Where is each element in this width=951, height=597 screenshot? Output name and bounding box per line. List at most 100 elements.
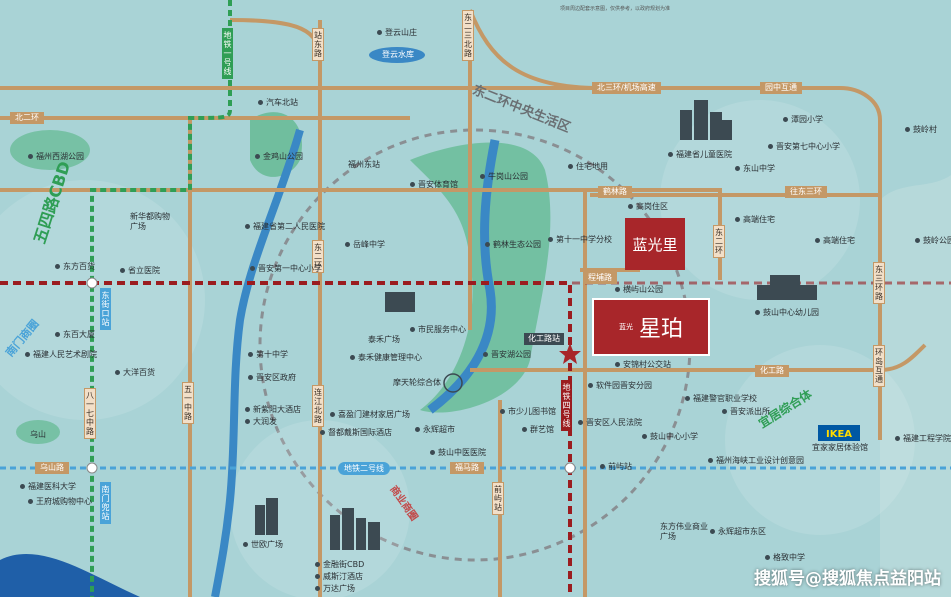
poi-gushan-primary: 鼓山中心小学 — [642, 432, 698, 442]
poi-police-school: 福建警官职业学校 — [685, 394, 757, 404]
poi-yonghui-east: 永辉超市东区 — [710, 527, 766, 537]
project-star-icon — [559, 343, 581, 364]
poi-wangfu: 王府城购物中心 — [28, 497, 92, 507]
metro-line1 — [90, 0, 232, 597]
poi-ferris: 摩天轮综合体 — [393, 378, 441, 387]
poi-wanda: 万达广场 — [315, 584, 355, 594]
river-west — [211, 128, 304, 597]
poi-court: 晋安区人民法院 — [578, 418, 642, 428]
road-huagong: 化工路 — [755, 365, 789, 377]
poi-shiou: 世欧广场 — [243, 540, 283, 550]
ikea-logo — [818, 425, 860, 441]
poi-bus-north: 汽车北站 — [258, 98, 298, 108]
poi-tanyuan: 潭园小学 — [783, 115, 823, 125]
poi-gaogang: 高岗住区 — [628, 202, 668, 212]
poi-xihu: 福州西湖公园 — [28, 152, 84, 162]
road-second-ring: 东二环 — [312, 240, 324, 273]
road-qianyu-north: 前屿站 — [492, 482, 504, 515]
project-blue-label: 蓝光里 — [632, 235, 678, 254]
poi-software: 软件园晋安分园 — [588, 381, 652, 391]
watermark: 搜狐号@搜狐焦点益阳站 — [754, 569, 941, 589]
project-star-box[interactable]: 蓝光 星珀 — [592, 298, 710, 356]
poi-gov: 晋安区政府 — [248, 373, 296, 383]
poi-jinan-seventh: 晋安第七中心小学 — [768, 142, 840, 152]
poi-second-hospital: 福建省第二人民医院 — [245, 222, 325, 232]
station-qianyu: 前屿站 — [600, 462, 632, 472]
poi-gezhi: 格致中学 — [765, 553, 805, 563]
poi-yuefeng: 岳峰中学 — [345, 240, 385, 250]
poi-citizen: 市民服务中心 — [410, 325, 466, 335]
poi-ziyang: 新紫阳大酒店 — [245, 405, 301, 415]
poi-high-end-2: 高端住宅 — [815, 236, 855, 246]
poi-helin-park: 鹤林生态公园 — [485, 240, 541, 250]
poi-taihe: 泰禾广场 — [368, 335, 400, 344]
road-zhandong: 站东路 — [312, 28, 324, 61]
road-fuma: 福马路 — [450, 462, 484, 474]
poi-ikea: 宜家家居体验馆 — [812, 443, 868, 452]
poi-dengyun-reservoir: 登云水库 — [382, 50, 414, 59]
poi-jinjishan: 金鸡山公园 — [255, 152, 303, 162]
poi-taihe-health: 泰禾健康管理中心 — [350, 353, 422, 363]
metro-line2-label: 地铁二号线 — [338, 462, 390, 475]
poi-dongfang: 东方百货 — [55, 262, 95, 272]
road-dongsan: 往东三环 — [785, 186, 827, 198]
poi-darunfa: 大润发 — [245, 417, 277, 427]
poi-juyuan: 福建人民艺术剧院 — [25, 350, 97, 360]
road-north-third: 北三环/机场高速 — [592, 82, 661, 94]
project-brand: 蓝光 — [618, 323, 633, 331]
metro-line4-label: 地铁四号线 — [561, 380, 572, 431]
poi-xinhuadu: 新华都购物广场 — [130, 212, 170, 231]
poi-ximen: 喜盈门建材家居广场 — [330, 410, 410, 420]
poi-dongshan: 东山中学 — [735, 164, 775, 174]
dengyun-reservoir — [369, 47, 425, 63]
poi-financial: 金融街CBD — [315, 560, 364, 570]
project-star-label: 星珀 — [638, 317, 683, 342]
river-jinan — [427, 139, 500, 414]
poi-jinan-primary: 晋安第一中心小学 — [250, 264, 322, 274]
poi-qunyi: 群艺馆 — [522, 425, 554, 435]
poi-children-hospital: 福建省儿童医院 — [668, 150, 732, 160]
road-north-second: 北二环 — [10, 112, 44, 124]
poi-dudu: 督都戴斯国际酒店 — [320, 428, 392, 438]
poi-westin: 威斯汀酒店 — [315, 572, 363, 582]
poi-dongbai: 东百大厦 — [55, 330, 95, 340]
poi-anjin: 安锦村公交站 — [615, 360, 671, 370]
poi-niugang: 牛岗山公园 — [480, 172, 528, 182]
poi-wushan: 乌山 — [30, 430, 46, 439]
poi-jinan-lake: 晋安湖公园 — [483, 350, 531, 360]
road-lianjiang: 连江北路 — [312, 385, 324, 427]
project-blue-box[interactable]: 蓝光里 — [625, 218, 685, 270]
road-east-third: 东三环路 — [873, 262, 885, 304]
road-rinhuan: 环岛互通 — [873, 345, 885, 387]
poi-guling: 鼓岭村 — [905, 125, 937, 135]
poi-dongfang-weiye: 东方伟业商业广场 — [660, 522, 708, 541]
helin-park — [410, 142, 551, 413]
metro-line4 — [0, 281, 572, 597]
poi-gym: 晋安体育馆 — [410, 180, 458, 190]
poi-dengyun-shanzhuang: 登云山庄 — [377, 28, 417, 38]
road-huanhu: 园中互通 — [760, 82, 802, 94]
station-huagong: 化工路站 — [524, 333, 564, 345]
poi-guling-park: 鼓岭公园 — [915, 236, 951, 246]
poi-medical: 福建医科大学 — [20, 482, 76, 492]
poi-hengyu: 横屿山公园 — [615, 285, 663, 295]
road-chengpu: 程埔路 — [583, 272, 617, 284]
poi-library: 市少儿图书馆 — [500, 407, 556, 417]
road-dongbang: 东二三北路 — [462, 10, 474, 61]
poi-shengli: 省立医院 — [120, 266, 160, 276]
poi-east-station: 福州东站 — [348, 160, 380, 169]
road-helin: 鹤林路 — [598, 186, 632, 198]
poi-tenth: 第十中学 — [248, 350, 288, 360]
road-bayiqi: 八一七中路 — [84, 388, 96, 439]
xihu-park — [10, 130, 90, 170]
building-icons — [255, 100, 817, 550]
poi-high-end: 高端住宅 — [735, 215, 775, 225]
poi-dayang: 大洋百货 — [115, 368, 155, 378]
station-nanmen: 南门兜站 — [100, 482, 111, 524]
road-wuyi: 五一中路 — [182, 382, 194, 424]
poi-design-park: 福州海峡工业设计创意园 — [708, 456, 804, 466]
station-dongjie: 东街口站 — [100, 288, 111, 330]
poi-gushan-hospital: 鼓山中医医院 — [430, 448, 486, 458]
road-wushan: 乌山路 — [35, 462, 69, 474]
